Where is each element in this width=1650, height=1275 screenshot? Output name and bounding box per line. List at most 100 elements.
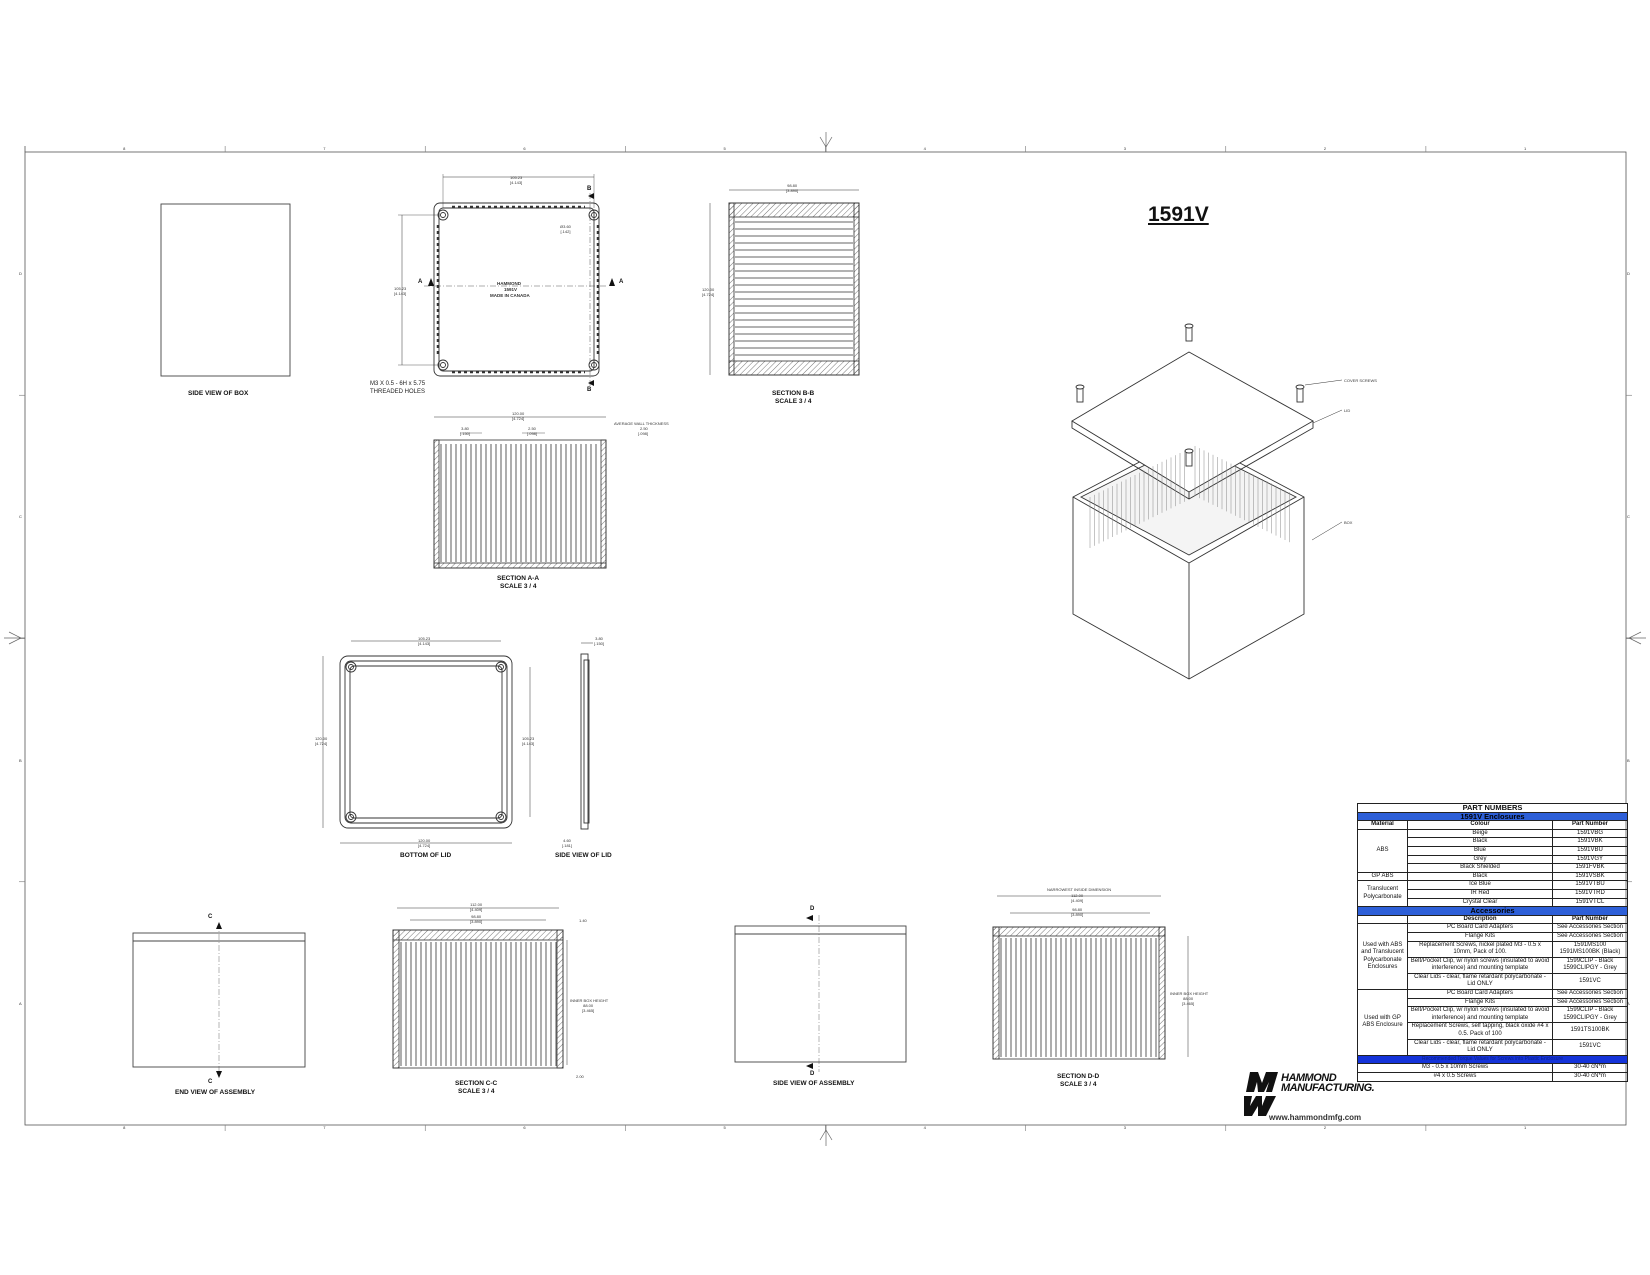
part-number-cell: 1591VTBU [1552, 880, 1628, 890]
torque-title-row: Recommended Torque Values for Screws int… [1357, 1054, 1628, 1065]
marker-c-top: C [208, 914, 213, 920]
torque-value: 30-40 cN*m [1552, 1063, 1628, 1073]
accessory-part-number: 1591VC [1552, 972, 1628, 991]
section-dd-scale: SCALE 3 / 4 [1060, 1081, 1097, 1088]
marker-a-right: A [619, 279, 624, 285]
accessory-row: Replacement Screws, nickel plated M3 - 0… [1358, 940, 1628, 958]
inner-box-height-cc: INNER BOX HEIGHT [570, 998, 609, 1003]
zone-label-left: A [19, 1000, 22, 1006]
accessory-row: Belt/Pocket Clip, w/ nylon screws (insul… [1358, 1006, 1628, 1024]
colour-cell: Black [1407, 837, 1553, 847]
section-aa [433, 416, 607, 569]
dim-lid-hole-vertical: 105.23[4.143] [522, 736, 535, 746]
dim-cc-floor: 2.00 [576, 1074, 584, 1079]
zone-label-right: B [1627, 757, 1630, 763]
accessory-group-label: Used with GP ABS Enclosure [1357, 989, 1408, 1056]
accessory-row: Replacement Screws, self tapping, black … [1358, 1022, 1628, 1040]
zone-label-bottom: 5 [723, 1124, 726, 1130]
accessory-part-number: See Accessories Section [1552, 923, 1628, 933]
section-dd-label: SECTION D-D [1057, 1073, 1100, 1080]
section-bb-label: SECTION B-B [772, 390, 815, 397]
table-title-row: PART NUMBERS [1357, 803, 1628, 813]
torque-description: M3 - 0.5 x 10mm Screws [1357, 1063, 1553, 1073]
zone-label-top: 2 [1323, 145, 1327, 151]
torque-title: Recommended Torque Values for Screws int… [1357, 1054, 1628, 1065]
zone-label-right: A [1627, 1000, 1630, 1006]
colour-cell: Ice Blue [1407, 880, 1553, 890]
hammond-logo-icon [1244, 1072, 1278, 1116]
brand-line-2: MANUFACTURING. [1281, 1082, 1375, 1094]
section-aa-scale: SCALE 3 / 4 [500, 583, 537, 590]
side-view-assembly [734, 915, 907, 1072]
colour-cell: Black Shielded [1407, 863, 1553, 873]
blank-header [1357, 914, 1408, 925]
dim-bb-height: 120.00[4.724] [702, 287, 715, 297]
zone-label-bottom: 4 [923, 1124, 926, 1130]
section-bb [709, 189, 860, 376]
material-cell: ABS [1357, 828, 1408, 873]
accessory-row: Clear Lids - clear, flame retardant poly… [1358, 972, 1628, 991]
dim-aa-rib: 3.80[.150] [460, 426, 471, 436]
dim-hole: Ø3.60[.142] [560, 224, 571, 234]
avg-wall-note-3: [.098] [638, 431, 649, 436]
section-cc-label: SECTION C-C [455, 1080, 498, 1087]
side-view-box-label: SIDE VIEW OF BOX [188, 390, 249, 397]
end-view-assembly [132, 923, 306, 1077]
zone-label-bottom: 6 [523, 1124, 526, 1130]
accessory-description: PC Board Card Adapters [1407, 989, 1553, 999]
accessory-description: Belt/Pocket Clip, w/ nylon screws (insul… [1407, 956, 1553, 974]
column-header: Material [1357, 820, 1408, 830]
dim-lid-height: 120.00[4.724] [315, 736, 328, 746]
accessory-row: Belt/Pocket Clip, w/ nylon screws (insul… [1358, 956, 1628, 974]
section-bb-scale: SCALE 3 / 4 [775, 398, 812, 405]
drawing-title: 1591V [1148, 203, 1209, 226]
dim-aa-width: 120.00[4.724] [512, 411, 525, 421]
dim-top-height: 105.23[4.143] [394, 286, 407, 296]
accessory-description: Clear Lids - clear, flame retardant poly… [1407, 1038, 1553, 1056]
colour-cell: Black [1407, 871, 1553, 882]
colour-cell: Grey [1407, 854, 1553, 865]
section-cc-scale: SCALE 3 / 4 [458, 1088, 495, 1095]
zone-label-top: 8 [123, 145, 126, 151]
d-arrows [806, 915, 813, 1069]
part-number-cell: 1591VTCL [1552, 897, 1628, 908]
side-view-lid-label: SIDE VIEW OF LID [555, 852, 612, 859]
accessory-description: Clear Lids - clear, flame retardant poly… [1407, 972, 1553, 991]
enclosures-title: 1591V Enclosures [1357, 811, 1628, 822]
accessory-description: Replacement Screws, nickel plated M3 - 0… [1407, 940, 1553, 958]
threaded-holes-note-1: M3 X 0.5 - 6H x 5.75 [370, 381, 426, 387]
marker-a-left: A [418, 279, 423, 285]
zone-label-top: 1 [1523, 145, 1527, 151]
zone-label-right: C [1627, 514, 1630, 520]
zone-label-bottom: 2 [1323, 1124, 1327, 1130]
accessory-description: Flange Kits [1407, 931, 1553, 942]
zone-label-top: 3 [1123, 145, 1126, 151]
side-view-assembly-label: SIDE VIEW OF ASSEMBLY [773, 1080, 855, 1087]
bottom-lid [322, 640, 531, 844]
iso-ribs [1089, 446, 1290, 548]
accessory-part-number: 1591TS100BK [1552, 1022, 1628, 1040]
accessory-part-number: 1591VC [1552, 1038, 1628, 1056]
dim-lid-width: 120.00[4.724] [418, 838, 431, 848]
zone-label-bottom: 8 [123, 1124, 126, 1130]
accessory-part-number: See Accessories Section [1552, 997, 1628, 1008]
lid-callout: LID [1344, 408, 1351, 413]
accessories-title-row: Accessories [1357, 906, 1628, 916]
accessory-part-number: 1591MS100 1591MS100BK (Black) [1552, 940, 1628, 958]
colour-cell: IR Red [1407, 888, 1553, 899]
accessory-description: Replacement Screws, self tapping, black … [1407, 1022, 1553, 1040]
box-callout: BOX [1344, 520, 1353, 525]
zone-label-bottom: 3 [1123, 1124, 1126, 1130]
side-view-lid [580, 642, 593, 830]
dim-cc-outer: 112.00[4.409] [470, 902, 483, 912]
dim-cc-lip: 1.40 [579, 918, 587, 923]
side-view-box-outline [160, 203, 291, 377]
end-view-assembly-label: END VIEW OF ASSEMBLY [175, 1089, 256, 1096]
material-cell: Translucent Polycarbonate [1357, 880, 1408, 908]
